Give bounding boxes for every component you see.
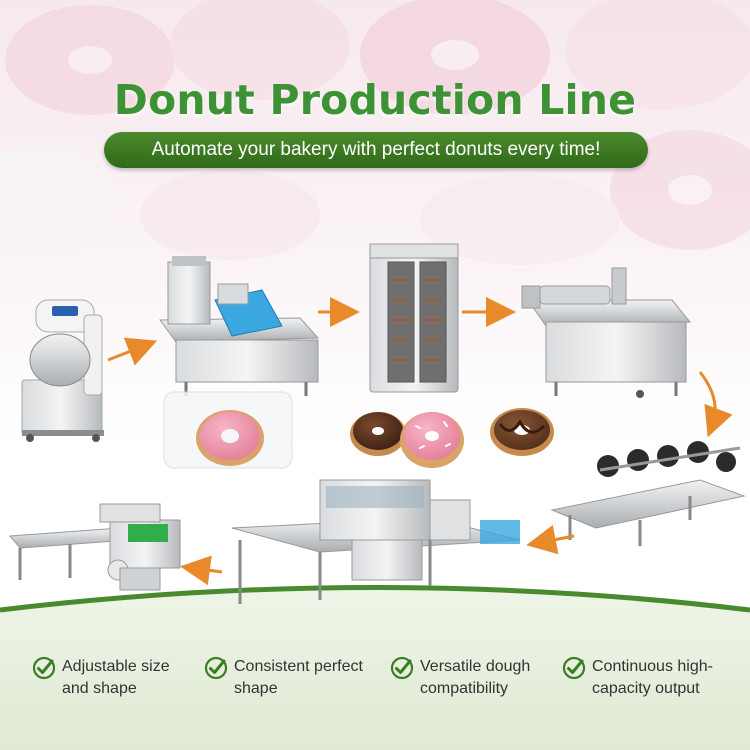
- process-arrows: [107, 297, 733, 586]
- page-title: Donut Production Line: [113, 76, 637, 124]
- feature-continuous-output: Continuous high- capacity output: [562, 656, 713, 706]
- feature-text: Versatile dough compatibility: [420, 658, 531, 697]
- feature-versatile-dough: Versatile dough compatibility: [390, 656, 530, 706]
- feature-text: Continuous high- capacity output: [592, 658, 713, 697]
- subtitle-banner: Automate your bakery with perfect donuts…: [104, 132, 648, 168]
- check-icon: [562, 656, 586, 680]
- donut-forming-machine: [159, 256, 320, 396]
- fryer: [521, 267, 692, 398]
- background-donuts: [0, 0, 750, 265]
- feature-consistent-shape: Consistent perfect shape: [204, 656, 363, 706]
- packaged-pink-donut: [163, 391, 293, 469]
- pink-sprinkle-donut: [400, 412, 464, 468]
- chocolate-sprinkle-donut: [350, 412, 406, 456]
- check-icon: [390, 656, 414, 680]
- dough-mixer: [21, 299, 104, 442]
- cooling-conveyor: [550, 441, 746, 546]
- feature-text: Consistent perfect shape: [234, 658, 363, 697]
- proofer-cabinet: [369, 243, 459, 393]
- flow-wrap-packaging-machine: [8, 503, 181, 591]
- arrow-mixer-to-former: [107, 337, 158, 366]
- arrow-cooler-to-glazer: [526, 524, 575, 555]
- chocolate-drizzle-donut: [490, 408, 554, 456]
- glazing-coating-line: [231, 479, 521, 604]
- check-icon: [32, 656, 56, 680]
- arrow-fryer-to-cooler: [698, 371, 733, 438]
- feature-adjustable-size: Adjustable size and shape: [32, 656, 170, 706]
- feature-text: Adjustable size and shape: [62, 658, 170, 697]
- arrow-glazer-to-packer: [180, 555, 223, 586]
- check-icon: [204, 656, 228, 680]
